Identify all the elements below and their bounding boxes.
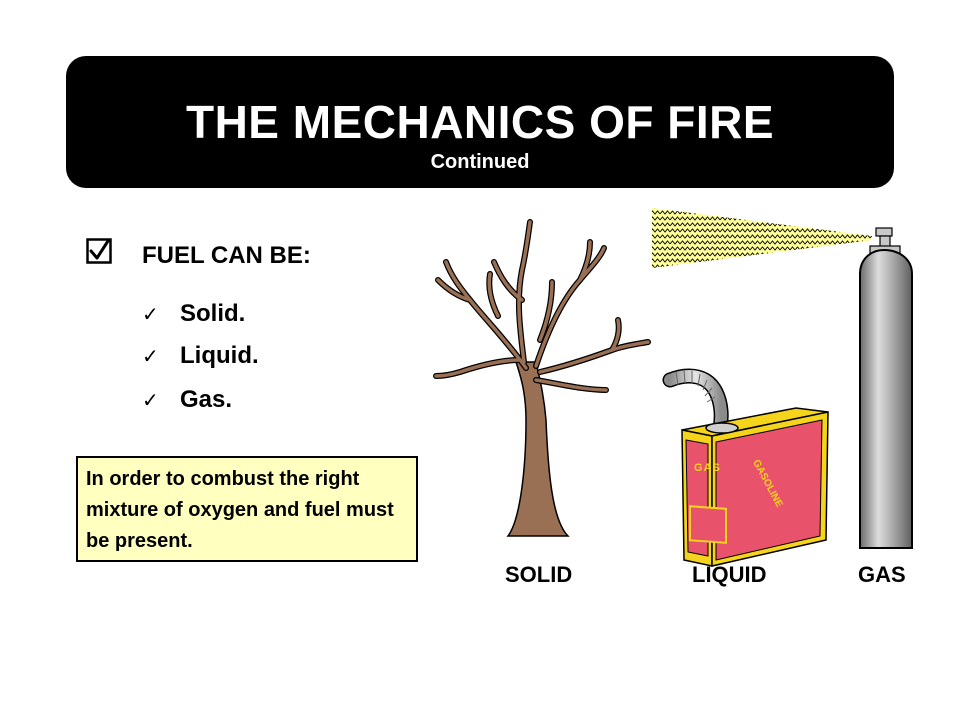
can-label-front: GAS xyxy=(694,462,721,474)
checkmark-icon: ✓ xyxy=(142,344,159,368)
checkmark-icon: ✓ xyxy=(142,302,159,326)
checkmark-icon: ✓ xyxy=(142,388,159,412)
note-box: In order to combust the right mixture of… xyxy=(76,456,418,562)
caption-solid: SOLID xyxy=(505,562,573,587)
page-title: THE MECHANICS OF FIRE xyxy=(185,96,775,148)
title-banner: THE MECHANICS OF FIRE Continued xyxy=(66,56,894,188)
fuel-heading-label: FUEL CAN BE: xyxy=(142,242,311,269)
tree-illustration xyxy=(433,219,651,537)
list-item-label: Solid. xyxy=(180,300,246,327)
list-item-label: Liquid. xyxy=(180,342,259,369)
page-subtitle: Continued xyxy=(430,151,530,173)
checked-box-icon xyxy=(86,238,112,264)
caption-liquid: LIQUID xyxy=(692,562,767,587)
caption-gas: GAS xyxy=(858,562,906,587)
gas-can-illustration xyxy=(662,368,829,567)
note-text: In order to combust the right mixture of… xyxy=(86,468,394,552)
list-item-label: Gas. xyxy=(180,386,233,413)
